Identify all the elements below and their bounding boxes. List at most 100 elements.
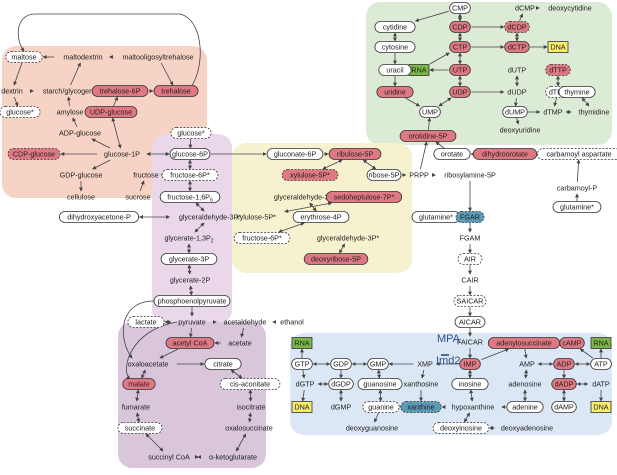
label-dna-g: DNA (294, 403, 309, 412)
label-trehalose: trehalose (161, 87, 191, 96)
arrow-glucose1p-to-udp-glucose (111, 117, 122, 149)
box-ribulose5p (328, 148, 382, 160)
label-rna-atp: RNA (593, 339, 608, 348)
label-hypoxanthine: hypoxanthine (452, 403, 495, 412)
node-datp: dATP (592, 380, 610, 389)
arrow-rna-top-to-ctp (429, 52, 450, 65)
box-thymine (558, 86, 596, 98)
box-dna-top (547, 41, 569, 53)
node-deoxyadenosine: deoxyadenosine (501, 424, 553, 433)
node-citrate: citrate (204, 358, 242, 370)
node-damp: dAMP (551, 401, 577, 413)
node-fgam: FGAM (460, 234, 481, 243)
label-succinate: succinate (125, 424, 155, 433)
arrow-glyceraldehyde3p-g-to-glycerate13p (194, 222, 205, 233)
arrow-udp-to-ump (438, 97, 452, 107)
node-air: AIR (457, 253, 483, 265)
label-trehalose6p: trehalose-6P (100, 87, 141, 96)
node-camp: cAMP (559, 337, 585, 349)
node-gmp: GMP (367, 358, 389, 370)
label-fructose16p: fructose-1,6P6 (167, 193, 213, 204)
label-deoxyinosine: deoxyinosine (440, 424, 482, 433)
node-dihydroorotate: dihydroorotate (472, 148, 538, 160)
label-dump: dUMP (505, 108, 525, 117)
arrow-dudp-to-dump (513, 97, 518, 107)
label-dtmp: dTMP (543, 108, 562, 117)
node-glucose-c: glucose* (170, 127, 212, 139)
label-cis-aconitate: cis-aconitate (230, 380, 270, 389)
label-uracil: uracil (386, 66, 404, 75)
box-damp (551, 401, 577, 413)
box-ump (419, 106, 441, 118)
node-dna-g: DNA (291, 401, 313, 413)
node-deoxyguanosine: deoxyguanosine (346, 424, 398, 433)
node-prpp: PRPP (409, 171, 429, 180)
label-dutp: dUTP (508, 66, 527, 75)
node-glucose-l: glucose* (0, 106, 41, 118)
node-hypoxanthine: hypoxanthine (452, 403, 495, 412)
node-adenine: adenine (506, 401, 544, 413)
node-dttp: dTTP (545, 64, 571, 76)
label-dudp: dUDP (507, 88, 526, 97)
box-orotidine (399, 130, 457, 142)
label-glutamine-c: glutamine* (419, 213, 453, 222)
label-xanthosine: xanthosine (404, 380, 439, 389)
node-xanthosine: xanthosine (404, 380, 439, 389)
arrow-acetaldehyde-to-acetate (240, 327, 245, 338)
arrow-uridine-to-ump (405, 97, 421, 107)
node-fructose16p: fructose-1,6P6 (159, 191, 221, 204)
node-inosine: inosine (451, 378, 489, 390)
node-dextrin: dextrin (1, 87, 23, 96)
box-glutamine-r (552, 201, 602, 213)
node-dudp: dUDP (507, 88, 526, 97)
node-carbamoyl-aspartate: carbamoyl aspartate (537, 148, 617, 160)
node-gdp: GDP (330, 358, 352, 370)
node-fumarate: fumarate (122, 403, 150, 412)
label-gdp-glucose: GDP-glucose (60, 171, 103, 180)
label-adp: ADP (557, 360, 572, 369)
node-acetaldehyde: acetaldehyde (224, 318, 267, 327)
node-deoxyuridine: deoxyuridine (500, 126, 541, 135)
label-glyceraldehyde3p-g: glyceraldehyde-3P* (179, 213, 242, 222)
node-udp-glucose: UDP-glucose (84, 106, 138, 118)
node-cdp: CDP (449, 21, 471, 33)
node-acetate: acetate (228, 339, 252, 348)
arrow-orotate-to-orotidine (435, 141, 445, 149)
node-sedoheptulose7p: sedoheptulose-7P* (325, 191, 403, 203)
label-acetylcoa: acetyl CoA (173, 339, 208, 348)
arrow-erythrose4p-to-glyceraldehyde3p-a (309, 202, 317, 212)
node-adenylosuccinate: adenylosuccinate (487, 337, 561, 349)
label-atp: ATP (594, 360, 608, 369)
box-cdp (449, 21, 471, 33)
label-dctp: dCTP (508, 43, 527, 52)
node-ribulose5p: ribulose-5P (328, 148, 382, 160)
box-fructose6p-a (161, 169, 219, 181)
node-dump: dUMP (502, 106, 528, 118)
label-gluconate6p: gluconate-6P (274, 150, 317, 159)
label-glyceraldehyde3p-b: glyceraldehyde-3P* (317, 234, 380, 243)
label-datp: dATP (592, 380, 610, 389)
node-malate: malate (122, 378, 156, 390)
reaction-arrows (13, 6, 603, 459)
node-rna-gtp: RNA (291, 337, 313, 349)
label-cellulose: cellulose (67, 193, 95, 202)
node-dcmp: dCMP (515, 4, 535, 13)
node-dgmp: dGMP (331, 403, 352, 412)
box-acetylcoa (165, 337, 215, 349)
label-ctp: CTP (453, 43, 468, 52)
box-adenine (506, 401, 544, 413)
label-glutamine-r: glutamine* (560, 203, 594, 212)
arrow-ribulose5p-to-xylulose5p-a (322, 159, 343, 170)
label-ethanol: ethanol (280, 318, 304, 327)
box-deoxyinosine (432, 422, 490, 434)
arrow-gtp-to-dgtp (301, 369, 306, 379)
label-deoxycytidine: deoxycytidine (548, 4, 592, 13)
box-gtp (291, 358, 313, 370)
node-akg: α-ketoglutarate (209, 453, 257, 462)
box-saicar (453, 295, 487, 307)
label-carbamoyl-p: carbamoyl-P (557, 184, 598, 193)
box-orotate (433, 148, 471, 160)
label-fructose: fructose (133, 171, 159, 180)
label-guanosine: guanosine (363, 380, 396, 389)
node-dna-a: DNA (590, 401, 612, 413)
